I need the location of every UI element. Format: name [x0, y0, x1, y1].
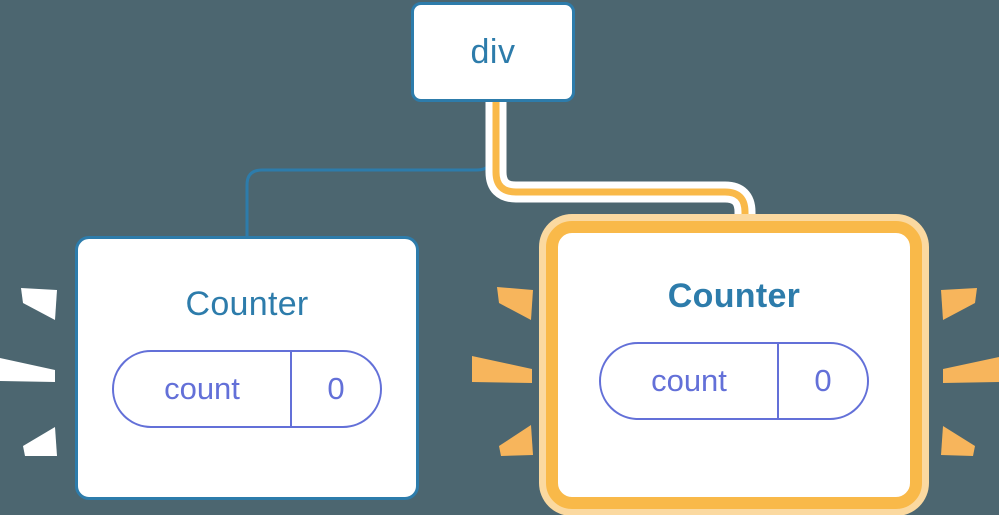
state-pill-right: count 0 — [599, 342, 869, 420]
node-counter-left[interactable]: Counter count 0 — [75, 236, 419, 500]
node-counter-right-title: Counter — [667, 277, 801, 315]
state-pill-left: count 0 — [112, 350, 382, 428]
state-value-right: 0 — [777, 344, 867, 418]
state-key-right: count — [651, 363, 727, 398]
state-value-left: 0 — [290, 352, 380, 426]
node-counter-right[interactable]: Counter count 0 — [546, 221, 922, 509]
edge-div-to-counter-right-halo — [485, 100, 756, 238]
node-counter-left-title: Counter — [185, 285, 309, 323]
state-key-left: count — [164, 371, 240, 406]
node-div[interactable]: div — [411, 2, 575, 102]
edge-div-to-counter-left — [245, 100, 494, 238]
edge-div-to-counter-right — [492, 100, 749, 238]
node-div-title: div — [470, 32, 516, 71]
